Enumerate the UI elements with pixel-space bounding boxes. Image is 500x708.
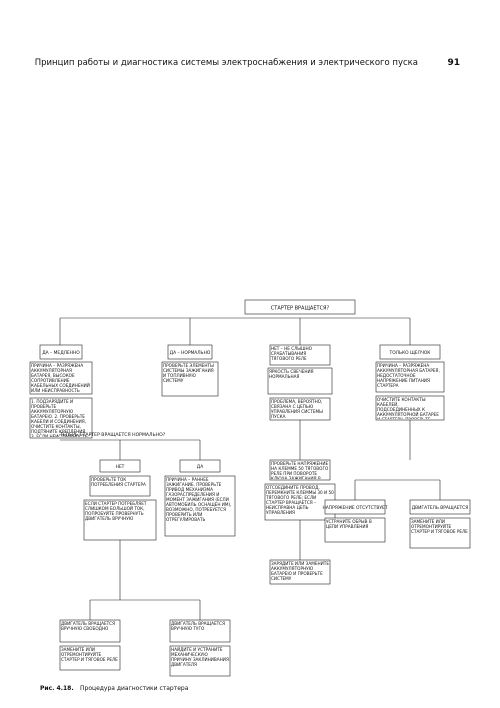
node-replace-final: ЗАМЕНИТЕ ИЛИ ОТРЕМОНТИРУЙТЕ СТАРТЕР И ТЯ… [61, 647, 118, 662]
node-now-normal: ТЕПЕРЬ СТАРТЕР ВРАЩАЕТСЯ НОРМАЛЬНО? [59, 432, 166, 438]
node-voltage-missing: НАПРЯЖЕНИЕ ОТСУТСТВУЕТ [322, 505, 387, 511]
node-starter-spins: ДВИГАТЕЛЬ ВРАЩАЕТСЯ [412, 505, 469, 511]
node-now-yes-cause: ПРИЧИНА – РАННЕЕ ЗАЖИГАНИЕ. ПРОВЕРЬТЕ ПР… [166, 477, 232, 522]
node-box-root [244, 299, 356, 315]
figure-caption-label: Рис. 4.18. [40, 685, 74, 692]
node-root: СТАРТЕР ВРАЩАЕТСЯ? [271, 306, 330, 312]
node-no-click: НЕТ – НЕ СЛЫШНО СРАБАТЫВАНИЯ ТЯГОВОГО РЕ… [271, 346, 312, 361]
node-battery-action: ЗАРЯДИТЕ ИЛИ ЗАМЕНИТЕ АККУМУЛЯТОРНУЮ БАТ… [271, 561, 329, 581]
node-brightness: ЯРКОСТЬ СВЕЧЕНИЯ НОРМАЛЬНАЯ [269, 369, 314, 379]
page-header: Принцип работы и диагностика системы эле… [35, 58, 460, 72]
node-fix-break: УСТРАНИТЕ ОБРЫВ В ЦЕПИ УПРАВЛЕНИЯ [326, 519, 372, 529]
node-click-cause: ПРИЧИНА – РАЗРЯЖЕНА АККУМУЛЯТОРНАЯ БАТАР… [377, 363, 440, 388]
node-high-current: ЕСЛИ СТАРТЕР ПОТРЕБЛЯЕТ СЛИШКОМ БОЛЬШОЙ … [85, 501, 147, 521]
node-check-circuit: ПРОБЛЕМА, ВЕРОЯТНО, СВЯЗАНА С ЦЕПЬЮ УПРА… [271, 399, 323, 419]
figure-caption-text: Процедура диагностики стартера [80, 685, 189, 692]
node-now-no: НЕТ [116, 464, 125, 470]
node-normal-check: ПРОВЕРЬТЕ ЭЛЕМЕНТЫ СИСТЕМЫ ЗАЖИГАНИЯ И Т… [163, 363, 214, 383]
node-now-yes: ДА [197, 464, 203, 470]
node-engine-turns-q: ДВИГАТЕЛЬ ВРАЩАЕТСЯ ВРУЧНУЮ ТУГО [171, 621, 225, 631]
node-engine-free: ДВИГАТЕЛЬ ВРАЩАЕТСЯ ВРУЧНУЮ СВОБОДНО [61, 621, 115, 631]
node-click-clean: ОЧИСТИТЕ КОНТАКТЫ КАБЕЛЕЙ, ПОДСОЕДИНЕННЫ… [377, 397, 439, 419]
node-yes-normal: ДА – НОРМАЛЬНО [170, 350, 211, 356]
node-yes-slow: ДА – МЕДЛЕННО [42, 350, 80, 356]
node-replace-starter: ЗАМЕНИТЕ ИЛИ ОТРЕМОНТИРУЙТЕ СТАРТЕР И ТЯ… [411, 519, 468, 534]
node-slow-cause: ПРИЧИНА – РАЗРЯЖЕНА АККУМУЛЯТОРНАЯ БАТАР… [31, 363, 90, 393]
node-check-voltage: ПРОВЕРЬТЕ НАПРЯЖЕНИЕ НА КЛЕММЕ 50 ТЯГОВО… [271, 461, 329, 479]
running-title: Принцип работы и диагностика системы эле… [34, 58, 418, 68]
page-number: 91 [447, 58, 460, 68]
node-find-cause: НАЙДИТЕ И УСТРАНИТЕ МЕХАНИЧЕСКУЮ ПРИЧИНУ… [171, 647, 229, 667]
node-slow-steps: 1. ПОДЗАРЯДИТЕ И ПРОВЕРЬТЕ АККУМУЛЯТОРНУ… [31, 399, 88, 437]
node-only-click: ТОЛЬКО ЩЕЛЧОК [389, 350, 432, 356]
node-repair-control: ОТСОЕДИНИТЕ ПРОВОД, ПЕРЕМКНИТЕ КЛЕММЫ 30… [266, 485, 334, 515]
node-now-no-check: ПРОВЕРЬТЕ ТОК ПОТРЕБЛЕНИЯ СТАРТЕРА [91, 477, 146, 487]
